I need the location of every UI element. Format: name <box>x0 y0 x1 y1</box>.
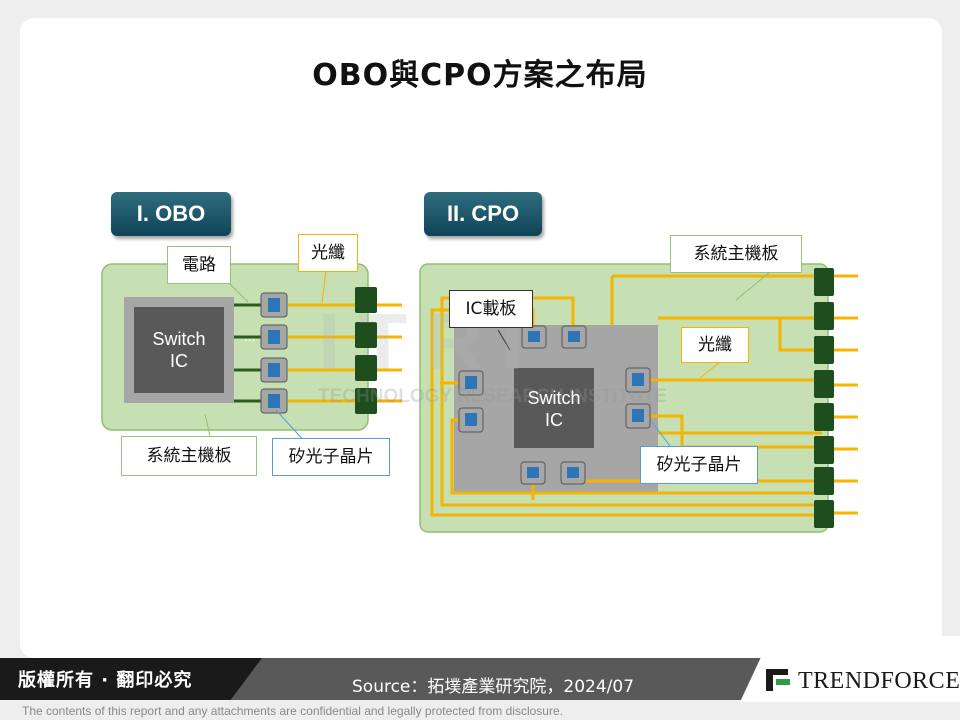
cpo-substrate-label: IC載板 <box>449 290 533 328</box>
disclaimer: The contents of this report and any atta… <box>22 704 563 718</box>
obo-badge: I. OBO <box>111 192 231 236</box>
page-title: OBO與CPO方案之布局 <box>312 58 648 93</box>
itri-watermark-subtitle: TECHNOLOGY RESEARCH INSTITUTE <box>318 386 668 407</box>
obo-circuit-traces <box>234 303 262 403</box>
obo-switch-ic-label: Switch IC <box>134 328 224 372</box>
cpo-switch-ic-line1: Switch <box>527 388 581 408</box>
cpo-switch-die <box>514 368 594 448</box>
cpo-connectors <box>814 268 834 528</box>
cpo-badge: II. CPO <box>424 192 542 236</box>
obo-fibers <box>288 303 402 403</box>
cpo-photonics-label: 矽光子晶片 <box>640 446 758 484</box>
source-text: Source：拓墣產業研究院，2024/07 <box>352 677 635 697</box>
cpo-switch-ic-label: Switch IC <box>514 387 594 431</box>
cpo-board-label: 系統主機板 <box>670 235 802 273</box>
cpo-photonic-chips <box>458 325 651 485</box>
cpo-fiber-label: 光纖 <box>681 327 749 363</box>
copyright-text: 版權所有 · 翻印必究 <box>18 670 193 691</box>
cpo-switch-ic-line2: IC <box>545 410 563 430</box>
obo-switch-die <box>134 307 224 393</box>
trendforce-logo-icon <box>766 669 790 691</box>
obo-circuit-label: 電路 <box>167 246 231 284</box>
trendforce-logo-text: TRENDFORCE <box>798 668 960 694</box>
obo-photonics-label: 矽光子晶片 <box>272 438 390 476</box>
copyright-banner: 版權所有 · 翻印必究 <box>0 658 262 700</box>
obo-connectors <box>355 287 377 414</box>
obo-switch-ic-line2: IC <box>170 351 188 371</box>
obo-photonic-chips <box>260 292 288 414</box>
obo-switch-ic-line1: Switch <box>152 329 206 349</box>
obo-fiber-label: 光纖 <box>298 234 358 272</box>
obo-ellipsis: ... <box>244 330 256 344</box>
obo-board-label: 系統主機板 <box>121 436 257 476</box>
